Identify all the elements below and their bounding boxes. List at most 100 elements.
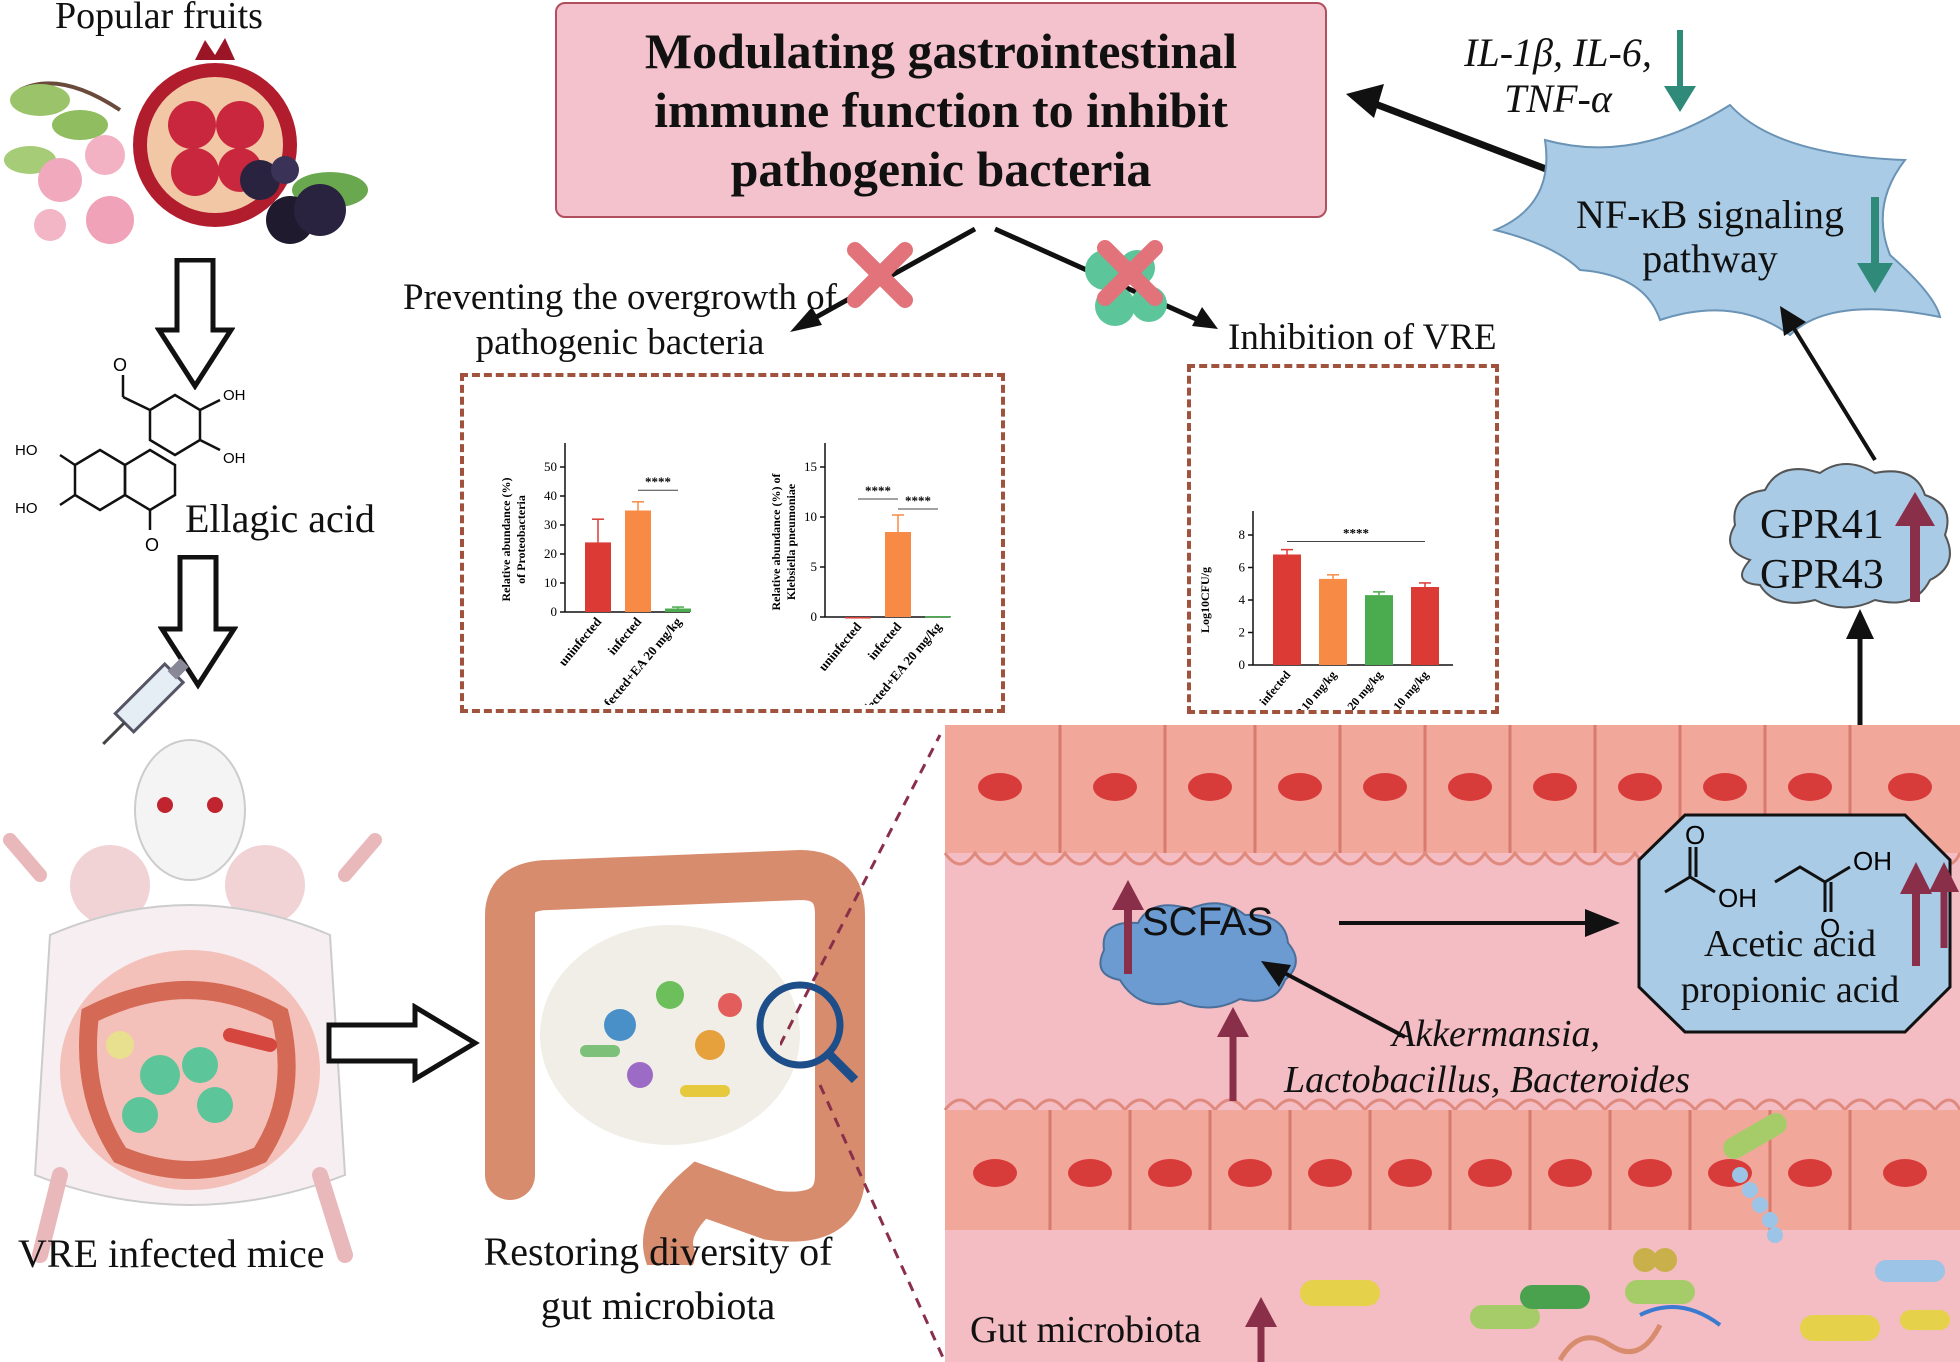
y-tick-label: 10 xyxy=(804,509,817,524)
top-cell-row xyxy=(943,725,1960,866)
gpr43-label: GPR43 xyxy=(1760,552,1884,599)
ho-label-1: HO xyxy=(15,442,38,459)
popular-fruits-label: Popular fruits xyxy=(55,0,263,37)
propionic-acid-label: propionic acid xyxy=(1680,968,1900,1011)
cytokines-label-line2: TNF-α xyxy=(1504,76,1612,121)
y-tick-label: 20 xyxy=(544,546,557,561)
vre-mice-label: VRE infected mice xyxy=(18,1231,325,1276)
gut-microbiota-label: Gut microbiota xyxy=(970,1309,1202,1351)
syringe-icon xyxy=(102,658,189,746)
bar-0 xyxy=(1273,554,1301,665)
x-category-label: uninfected xyxy=(815,619,865,674)
preventing-label-line2: pathogenic bacteria xyxy=(475,321,765,363)
y-tick-label: 0 xyxy=(1239,657,1246,672)
nfkb-pathway-shape xyxy=(1491,103,1942,337)
ellagic-acid-label: Ellagic acid xyxy=(185,496,375,541)
gpr-to-nfkb-arrow xyxy=(1780,306,1877,462)
bar-1 xyxy=(885,532,911,617)
nfkb-label-line2: pathway xyxy=(1642,236,1778,281)
restoring-label: Restoring diversity of gut microbiota xyxy=(448,1230,868,1328)
infected-mouse-illustration xyxy=(3,739,382,1263)
oh-label-1: OH xyxy=(223,387,246,404)
x-category-label: infected xyxy=(864,619,904,663)
red-x-icon-right xyxy=(1097,240,1163,306)
scfas-label: SCFAS xyxy=(1142,900,1274,944)
bacteria-label-line2: Lactobacillus, Bacteroides xyxy=(1284,1058,1690,1101)
y-axis-label: Log10CFU/g xyxy=(1198,567,1212,633)
y-tick-label: 0 xyxy=(811,609,818,624)
y-tick-label: 6 xyxy=(1239,560,1246,575)
bar-0 xyxy=(845,617,871,619)
nfkb-to-title-arrow xyxy=(1346,84,1577,184)
preventing-label-line1: Preventing the overgrowth of xyxy=(403,277,837,318)
cytokines-label: IL-1β, IL-6, TNF-α xyxy=(1438,30,1678,122)
ellagic-acid-structure: O OH OH HO HO O xyxy=(15,355,246,555)
oh-label-propionic: OH xyxy=(1853,846,1892,876)
oh-label-2: OH xyxy=(223,450,246,467)
up-arrow-gpr xyxy=(1895,492,1935,602)
bar-0 xyxy=(585,542,611,612)
o-label-top: O xyxy=(113,355,127,375)
gpr-label: GPR41 GPR43 xyxy=(1760,500,1884,601)
cytokines-label-line1: IL-1β, IL-6, xyxy=(1464,30,1652,75)
bar-1 xyxy=(1319,578,1347,665)
restoring-label-line1: Restoring diversity of xyxy=(483,1229,833,1274)
up-arrow-acid-1 xyxy=(1900,862,1932,966)
y-axis-label-line1: Relative abundance (%) of xyxy=(769,473,783,611)
y-tick-label: 0 xyxy=(551,604,558,619)
bar-2 xyxy=(1365,595,1393,665)
significance-label-2: **** xyxy=(905,493,931,508)
raspberry-icon xyxy=(4,81,134,244)
acid-label: Acetic acid propionic acid xyxy=(1660,922,1920,1013)
red-x-icon-left xyxy=(847,242,913,308)
bottom-cell-row xyxy=(943,1098,1960,1230)
page-title: Modulating gastrointestinal immune funct… xyxy=(644,22,1238,197)
y-tick-label: 30 xyxy=(544,517,557,532)
nfkb-label-line1: NF-κB signaling xyxy=(1576,192,1844,237)
bar-2 xyxy=(665,608,691,612)
bar-1 xyxy=(625,510,651,612)
x-category-label: infected xyxy=(1256,668,1293,708)
o-label-acetic: O xyxy=(1685,820,1705,850)
colon-illustration xyxy=(485,849,865,1265)
scfas-to-acid-arrow xyxy=(1339,909,1620,937)
y-axis-label-line2: Klebsiella pneumoniae xyxy=(784,483,798,600)
down-arrow-cytokines xyxy=(1664,30,1696,112)
significance-label: **** xyxy=(645,474,671,489)
y-tick-label: 40 xyxy=(544,488,557,503)
y-tick-label: 10 xyxy=(544,575,557,590)
up-arrow-acid-2 xyxy=(1929,862,1959,948)
bar-2 xyxy=(925,616,951,618)
y-axis-label-line1: Relative abundance (%) xyxy=(499,478,513,602)
y-tick-label: 4 xyxy=(1239,592,1246,607)
up-arrow-bacteria xyxy=(1217,1007,1249,1101)
scfas-cloud-shape xyxy=(1099,902,1297,1009)
blackberry-icon xyxy=(240,156,368,244)
bacteria-to-scfas-arrow xyxy=(1261,961,1406,1039)
hollow-right-arrow xyxy=(326,1003,480,1083)
pomegranate-icon xyxy=(133,38,297,227)
o-label-bottom: O xyxy=(145,535,159,555)
bar-3 xyxy=(1411,587,1439,665)
y-tick-label: 2 xyxy=(1239,625,1246,640)
gpr41-label: GPR41 xyxy=(1760,502,1884,548)
y-tick-label: 15 xyxy=(804,459,817,474)
hollow-down-arrow-1 xyxy=(155,258,235,390)
y-tick-label: 5 xyxy=(811,559,818,574)
hollow-down-arrow-2 xyxy=(158,555,238,690)
nfkb-label: NF-κB signaling pathway xyxy=(1545,193,1875,281)
x-category-label: uninfected xyxy=(555,614,605,669)
up-arrow-gut-microbiota xyxy=(1245,1297,1277,1362)
restoring-label-line2: gut microbiota xyxy=(540,1283,776,1328)
y-tick-label: 8 xyxy=(1239,527,1246,542)
bacteria-label: Akkermansia, Lactobacillus, Bacteroides xyxy=(1245,1012,1690,1103)
o-label-propionic: O xyxy=(1820,913,1840,943)
preventing-label: Preventing the overgrowth of pathogenic … xyxy=(390,277,850,363)
down-arrow-nfkb xyxy=(1857,197,1893,293)
x-category-label: infected xyxy=(604,614,644,658)
acid-octagon-shape: OH O OH O xyxy=(1637,813,1952,1034)
acetic-acid-label: Acetic acid xyxy=(1704,923,1876,965)
significance-label: **** xyxy=(1343,526,1369,541)
